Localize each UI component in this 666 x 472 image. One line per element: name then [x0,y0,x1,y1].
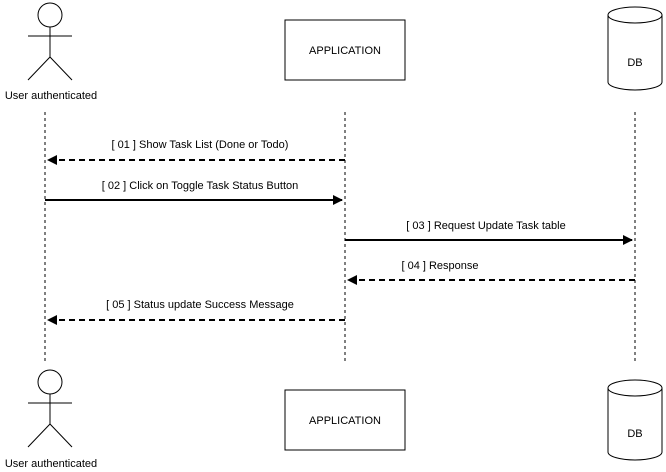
participant-db-label: DB [627,57,642,69]
application-box [284,389,406,451]
message-label: [ 02 ] Click on Toggle Task Status Butto… [102,180,299,192]
message-label: [ 03 ] Request Update Task table [406,220,565,232]
participant-application-label: APPLICATION [309,45,381,57]
participant-user-bottom: User authenticated [5,369,97,470]
participant-db-bottom: DB [607,379,663,461]
message-label: [ 01 ] Show Task List (Done or Todo) [112,139,289,151]
application-box [284,19,406,81]
actor-icon [27,2,73,81]
message-02: [ 02 ] Click on Toggle Task Status Butto… [45,180,343,205]
participant-application-top: APPLICATION [284,19,406,81]
database-icon [607,379,663,461]
participant-user-top: User authenticated [5,2,97,102]
message-05: [ 05 ] Status update Success Message [47,299,345,325]
message-label: [ 05 ] Status update Success Message [106,299,294,311]
participant-user-label: User authenticated [5,90,97,102]
participant-db-top: DB [607,6,663,91]
message-03: [ 03 ] Request Update Task table [345,220,633,245]
message-04: [ 04 ] Response [347,260,635,285]
participant-user-label: User authenticated [5,458,97,470]
participant-db-label: DB [627,428,642,440]
participant-application-label: APPLICATION [309,415,381,427]
actor-icon [27,369,73,448]
message-01: [ 01 ] Show Task List (Done or Todo) [47,139,345,165]
database-icon [607,6,663,91]
participant-application-bottom: APPLICATION [284,389,406,451]
message-label: [ 04 ] Response [401,260,478,272]
